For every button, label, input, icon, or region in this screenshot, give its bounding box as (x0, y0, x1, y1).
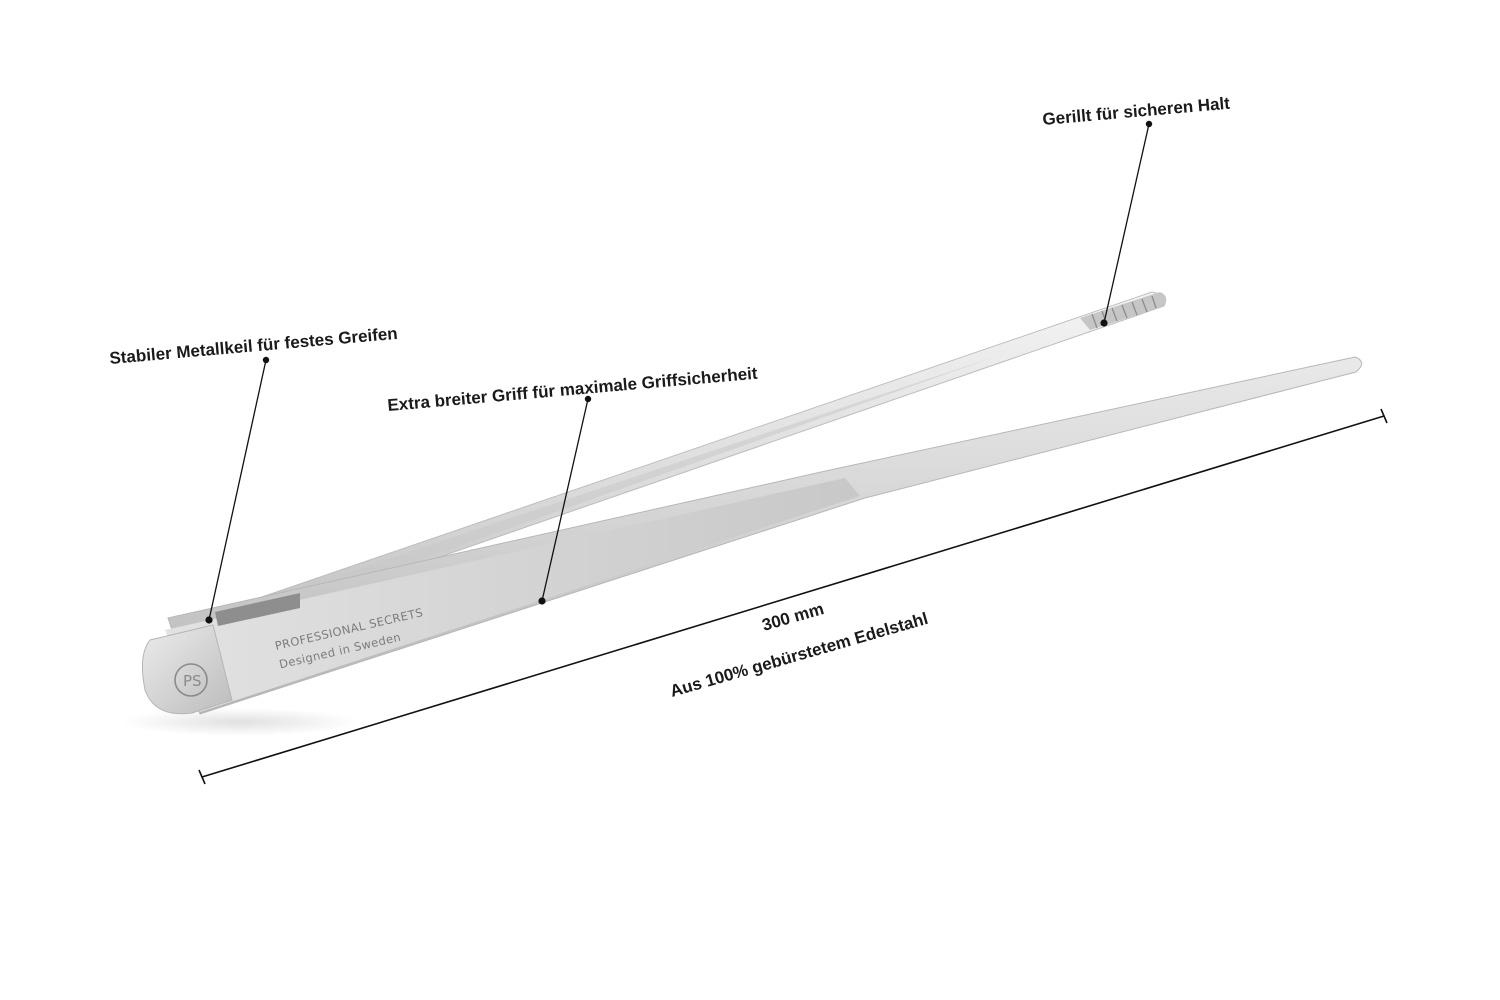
callout-grooved-dot-top (1145, 120, 1153, 128)
callout-grooved: Gerillt für sicheren Halt (1042, 94, 1231, 327)
grip-face (165, 478, 860, 712)
dimension-length-label: 300 mm (760, 599, 826, 635)
ps-logo-icon: PS (174, 663, 208, 697)
end-cap (141, 624, 233, 715)
callout-grip-leader (541, 398, 589, 602)
callout-grip-label: Extra breiter Griff für maximale Griffsi… (387, 364, 759, 415)
callout-grooved-leader (1103, 123, 1150, 324)
callout-grip-dot-top (584, 395, 592, 403)
callout-wedge-label: Stabiler Metallkeil für festes Greifen (109, 324, 399, 368)
callout-grip-dot-bottom (538, 597, 546, 605)
callout-wedge-dot-top (262, 356, 270, 364)
dimension-line-main (201, 415, 1385, 778)
callout-wedge-dot-bottom (205, 616, 213, 624)
dimension-tick-right (1380, 408, 1388, 424)
callout-grooved-label: Gerillt für sicheren Halt (1042, 94, 1231, 129)
arm-gap (250, 355, 1000, 620)
dimension-line (198, 408, 1388, 785)
callout-wedge-leader (208, 359, 267, 621)
grooved-tip (1080, 292, 1167, 330)
dimension-tick-left (198, 769, 206, 785)
logo-monogram: PS (183, 672, 202, 690)
tweezers-illustration: PS PROFESSIONAL SECRETS Designed in Swed… (141, 291, 1363, 715)
callout-grooved-dot-bottom (1100, 319, 1108, 327)
tweezers-shadow (120, 708, 360, 736)
metal-wedge (215, 593, 300, 626)
